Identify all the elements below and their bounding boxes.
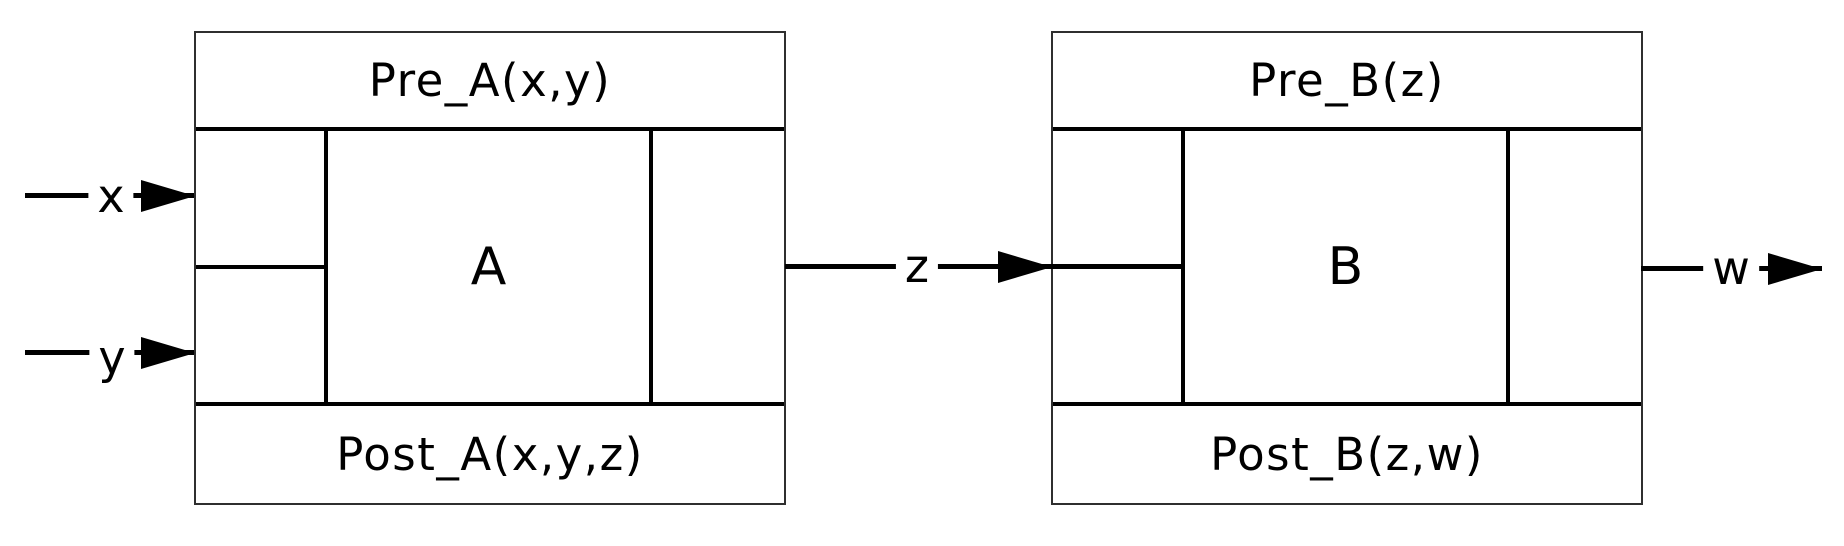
postcondition-band-a: Post_A(x,y,z) [196, 402, 784, 503]
precondition-band-b: Pre_B(z) [1053, 33, 1641, 131]
arrowhead-x-icon [141, 180, 195, 212]
postcondition-band-b: Post_B(z,w) [1053, 402, 1641, 503]
arrowhead-y-icon [141, 337, 195, 369]
output-port-column-divider-b [1506, 127, 1510, 406]
precondition-band-a: Pre_A(x,y) [196, 33, 784, 131]
postcondition-label-a: Post_A(x,y,z) [336, 428, 644, 481]
wire-label-w: w [1703, 245, 1759, 291]
wire-connector-z [785, 264, 1183, 269]
component-name-b: B [1327, 236, 1364, 297]
wire-label-x: x [88, 173, 134, 219]
wire-label-y: y [89, 334, 135, 381]
precondition-label-a: Pre_A(x,y) [368, 53, 612, 107]
component-name-a: A [470, 236, 507, 297]
arrowhead-z-icon [998, 251, 1052, 283]
postcondition-label-b: Post_B(z,w) [1210, 428, 1484, 481]
arrowhead-w-icon [1768, 253, 1822, 285]
wire-label-z: z [895, 243, 939, 289]
output-port-column-divider-a [649, 127, 653, 406]
input-port-separator-a [196, 265, 328, 269]
component-block-a: Pre_A(x,y) A Post_A(x,y,z) [194, 31, 786, 505]
precondition-label-b: Pre_B(z) [1249, 53, 1445, 107]
